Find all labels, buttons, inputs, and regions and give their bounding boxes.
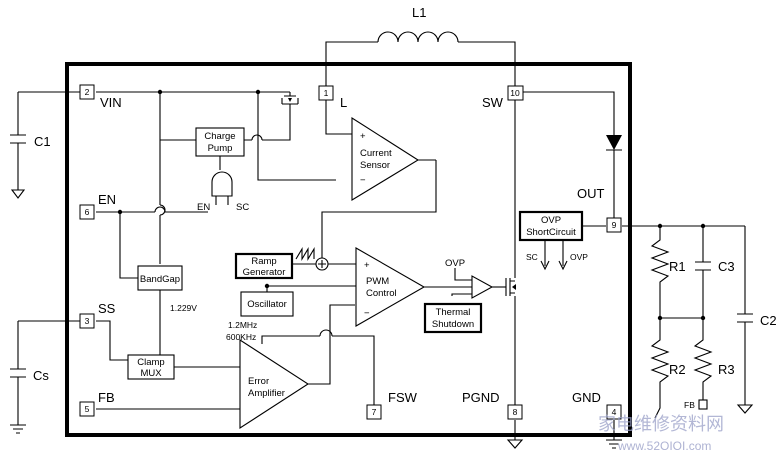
pwm-minus: − (364, 308, 370, 319)
svg-text:5: 5 (85, 404, 90, 414)
svg-text:3: 3 (85, 316, 90, 326)
pin-l-label: L (340, 95, 347, 110)
inductor-l1 (325, 31, 516, 87)
pwm-line2: Control (366, 288, 397, 299)
svg-text:7: 7 (372, 407, 377, 417)
l1-label: L1 (412, 5, 426, 20)
charge-pump-block (195, 127, 245, 157)
pin-en-label: EN (98, 192, 116, 207)
cs-label: Cs (33, 368, 49, 383)
pin-out: 9 (606, 217, 622, 233)
cs-plus: + (360, 131, 366, 142)
pin-fb: 5 (79, 401, 95, 417)
charge-pump-line1: Charge (204, 131, 235, 142)
svg-text:2: 2 (85, 87, 90, 97)
pin-ss-label: SS (98, 301, 116, 316)
and-sc-label: SC (236, 202, 249, 213)
pwm-plus: + (364, 260, 370, 271)
pin-vin-label: VIN (100, 95, 122, 110)
pin-sw-label: SW (482, 95, 504, 110)
svg-text:9: 9 (612, 220, 617, 230)
pin-fsw-label: FSW (388, 390, 418, 405)
pin-sw: 10 (507, 85, 524, 101)
freq2-label: 600KHz (226, 332, 256, 342)
ramp-generator-block (234, 252, 294, 280)
pin-ss: 3 (79, 313, 95, 329)
ramp-gen-line1: Ramp (251, 256, 276, 267)
vref-label: 1.229V (170, 303, 197, 313)
charge-pump-line2: Pump (208, 143, 233, 154)
pwm-line1: PWM (366, 276, 389, 287)
thermal-line1: Thermal (436, 307, 471, 318)
oscillator-block (240, 291, 294, 317)
current-sensor-line1: Current (360, 148, 392, 159)
and-gate (211, 171, 233, 197)
clamp-mux-block (127, 354, 175, 380)
pin-gnd: 4 (606, 404, 622, 420)
pin-pgnd-label: PGND (462, 390, 500, 405)
ovp-short-line2: ShortCircuit (526, 227, 576, 238)
and-en-label: EN (197, 202, 210, 213)
error-amp-line2: Amplifier (248, 388, 285, 399)
pin-out-label: OUT (577, 186, 605, 201)
current-sensor-line2: Sensor (360, 160, 390, 171)
watermark-cn: 家电维修资料网 (598, 414, 724, 434)
ovp-short-block (518, 210, 584, 242)
r1-label: R1 (669, 259, 686, 274)
r3-label: R3 (718, 362, 735, 377)
svg-text:4: 4 (612, 407, 617, 417)
oscillator-label: Oscillator (247, 299, 287, 310)
freq1-label: 1.2MHz (228, 320, 257, 330)
pin-vin: 2 (79, 84, 95, 100)
svg-text:8: 8 (513, 407, 518, 417)
cs-minus: − (360, 175, 366, 186)
pin-gnd-label: GND (572, 390, 601, 405)
pin-pgnd: 8 (507, 404, 523, 420)
thermal-shutdown-block (423, 302, 483, 334)
gate-driver (471, 275, 494, 299)
pin-l: 1 (318, 85, 334, 101)
c3-label: C3 (718, 259, 735, 274)
current-sensor-amp (351, 116, 420, 201)
ovp-short-line1: OVP (541, 215, 561, 226)
clamp-mux-line2: MUX (140, 368, 162, 379)
bandgap-label: BandGap (140, 274, 180, 285)
thermal-line2: Shutdown (432, 319, 474, 330)
pwm-ovp-label: OVP (445, 258, 465, 269)
error-amp-line1: Error (248, 376, 269, 387)
pin-en: 6 (79, 204, 95, 220)
svg-text:6: 6 (85, 207, 90, 217)
pwm-control-block (355, 247, 426, 327)
ic-outline (65, 62, 632, 437)
pin-fsw: 7 (366, 404, 382, 420)
c2-label: C2 (760, 313, 777, 328)
svg-text:10: 10 (510, 88, 520, 98)
fb-small-label: FB (684, 400, 695, 410)
ovp-sc-label: SC (526, 252, 538, 262)
c1-label: C1 (34, 134, 51, 149)
error-amplifier (239, 338, 310, 430)
ovp-ovp-label: OVP (570, 252, 588, 262)
r2-label: R2 (669, 362, 686, 377)
ramp-gen-line2: Generator (243, 267, 286, 278)
clamp-mux-line1: Clamp (137, 357, 164, 368)
pin-fb-label: FB (98, 390, 115, 405)
svg-text:1: 1 (324, 88, 329, 98)
bandgap-block (137, 265, 183, 291)
watermark-url: www.52OIOI.com (617, 439, 711, 453)
